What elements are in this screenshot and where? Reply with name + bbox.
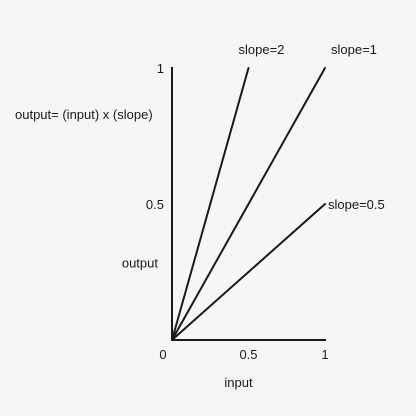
series-label: slope=1 bbox=[331, 42, 377, 57]
series-line-slope-0-5 bbox=[171, 203, 326, 341]
y-axis-label: output bbox=[122, 255, 159, 270]
x-tick-label: 0 bbox=[159, 347, 166, 362]
y-tick-label: 1 bbox=[157, 61, 164, 76]
series-label: slope=0.5 bbox=[328, 197, 385, 212]
x-tick-label: 1 bbox=[321, 347, 328, 362]
series-line-slope-1 bbox=[171, 67, 326, 341]
x-tick-label: 0.5 bbox=[239, 347, 257, 362]
y-tick-label: 0.5 bbox=[146, 197, 164, 212]
x-axis-label: input bbox=[224, 375, 253, 390]
series-label: slope=2 bbox=[239, 42, 285, 57]
series-line-slope-2 bbox=[171, 67, 250, 341]
equation-label: output= (input) x (slope) bbox=[15, 107, 153, 122]
